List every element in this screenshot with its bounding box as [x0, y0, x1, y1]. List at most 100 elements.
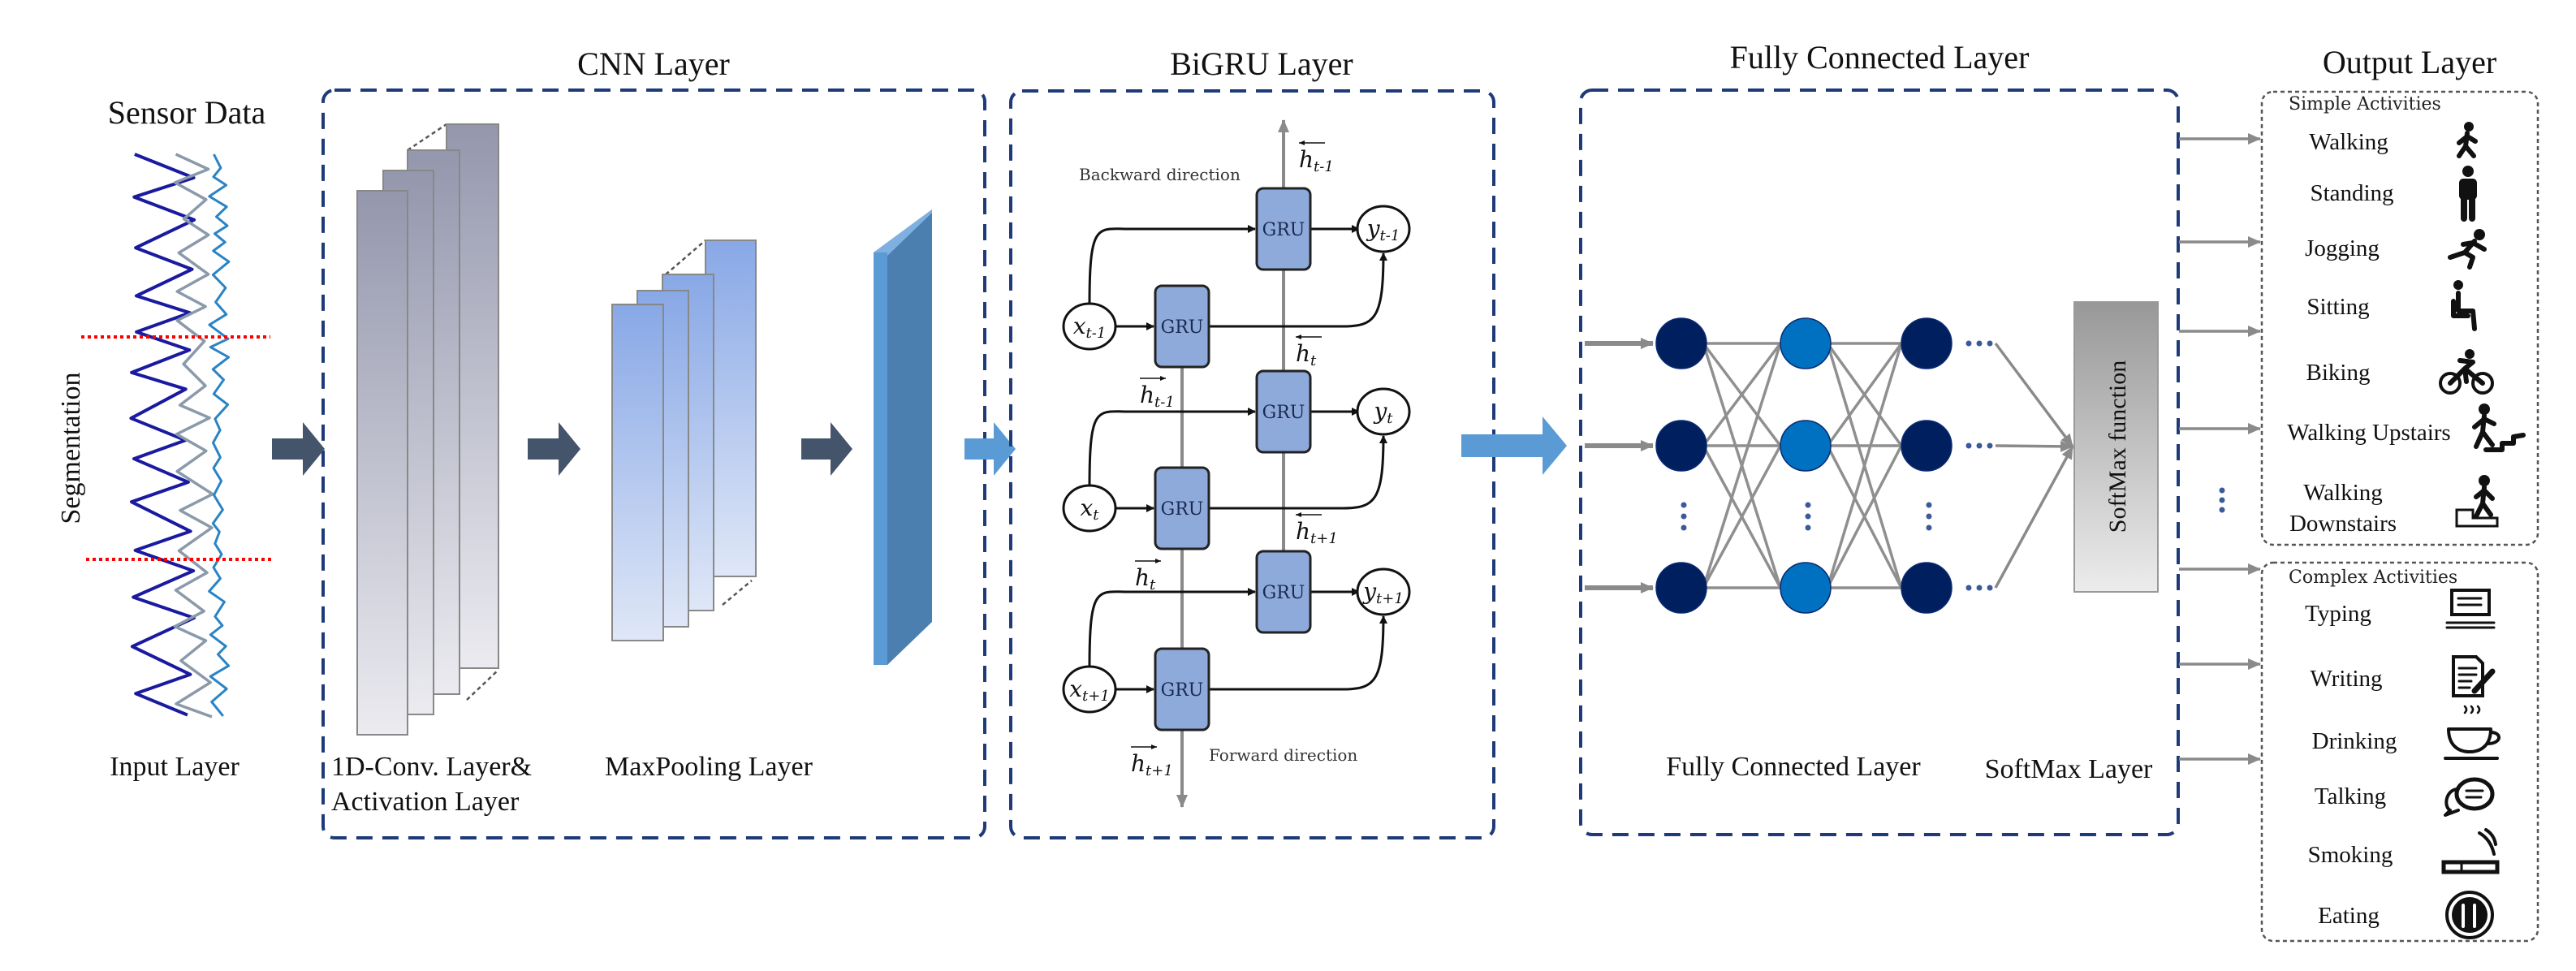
fc-connection	[1826, 342, 1903, 447]
gru-label: GRU	[1262, 583, 1305, 603]
simple-activities-title: Simple Activities	[2289, 94, 2441, 114]
forward-hidden-label: ht-1	[1140, 382, 1175, 411]
output-layer: Output Layer Simple Activities Complex A…	[2179, 44, 2539, 943]
sensor-signals	[129, 153, 231, 719]
activity-label: Standing	[2310, 180, 2393, 206]
fc-neuron	[1780, 562, 1832, 614]
activity-label: Drinking	[2312, 728, 2397, 754]
ellipsis-dot	[1926, 502, 1932, 508]
fc-network	[1585, 317, 2074, 614]
ellipsis-dot	[1976, 340, 1983, 347]
pool-map	[611, 304, 664, 641]
forward-to-output-edge	[1209, 252, 1387, 328]
activity-label: Walking	[2309, 129, 2388, 155]
output-arrows	[2179, 133, 2261, 765]
ellipsis-dot	[1976, 442, 1983, 449]
drinking-icon	[2444, 705, 2500, 760]
ellipsis-dot	[1987, 340, 1993, 347]
backward-gru-cell	[1255, 550, 1312, 634]
arrow-conv-to-pool	[528, 422, 580, 476]
ellipsis-dot	[2219, 497, 2225, 503]
backward-gru-cell	[1255, 187, 1312, 271]
complex-activities-title: Complex Activities	[2289, 567, 2457, 588]
gru-label: GRU	[1161, 317, 1204, 338]
softmax-function-label: SoftMax function	[2104, 360, 2131, 533]
forward-hidden-label: ht+1	[1131, 750, 1173, 779]
x-input-label: xt	[1080, 494, 1099, 524]
backward-gru-cell	[1255, 369, 1312, 454]
x-input-node	[1062, 665, 1117, 714]
bigru-layer-title: BiGRU Layer	[1170, 45, 1353, 82]
fc-neuron	[1901, 420, 1952, 472]
ellipsis-dot	[1805, 524, 1811, 531]
backward-hidden-label: ht+1	[1296, 518, 1338, 547]
activity-label: Biking	[2306, 360, 2371, 386]
fc-layer-box	[1579, 88, 2180, 836]
activity-label: Walking Upstairs	[2287, 420, 2450, 446]
fc-neuron	[1780, 420, 1832, 472]
softmax-layer-label: SoftMax Layer	[1985, 754, 2153, 784]
softmax-box	[2073, 301, 2159, 593]
segmentation-label: Segmentation	[56, 373, 86, 524]
activity-label: Jogging	[2305, 235, 2380, 261]
pool-feature-maps	[611, 240, 757, 641]
bigru-layer-box	[1009, 89, 1495, 839]
ellipsis-dot	[1681, 524, 1687, 531]
cnn-layer-title: CNN Layer	[577, 45, 730, 82]
output-layer-title: Output Layer	[2323, 44, 2496, 80]
input-layer: Sensor Data Segmentation Input Layer	[56, 94, 274, 782]
fc-connection	[1702, 445, 1782, 589]
complex-activities-box	[2260, 561, 2539, 943]
forward-gru-cell	[1154, 647, 1210, 731]
forward-gru-cell	[1154, 466, 1210, 550]
ellipsis-dot	[1987, 442, 1993, 449]
jogging-icon	[2448, 229, 2487, 270]
cnn-layer: CNN Layer 1D-Conv. Layer& Activation	[272, 45, 986, 839]
arrow-cnn-to-bigru	[964, 422, 1016, 476]
x-input-node	[1062, 484, 1117, 533]
activity-label: Walking	[2303, 480, 2383, 506]
bigru-layer: BiGRU Layer GRUGRUxt-1yt-1GRUGRUxtytGRUG…	[1009, 45, 1495, 839]
fc-neuron	[1901, 317, 1952, 369]
y-output-node	[1356, 205, 1411, 253]
signal-navy	[129, 153, 196, 717]
forward-gru-cell	[1154, 284, 1210, 369]
arrow-input-to-conv	[272, 422, 325, 476]
conv-label-line1: 1D-Conv. Layer&	[331, 752, 532, 782]
fc-neuron	[1901, 562, 1952, 614]
activity-label: Talking	[2315, 783, 2386, 809]
walking-upstairs-icon	[2472, 404, 2526, 452]
activity-label: Smoking	[2308, 842, 2393, 868]
to-softmax-edge	[1995, 440, 2073, 452]
ellipsis-dot	[1965, 340, 1972, 347]
standing-icon	[2459, 166, 2477, 222]
ellipsis-dot	[1965, 442, 1972, 449]
ellipsis-dot	[2219, 507, 2225, 513]
fc-label: Fully Connected Layer	[1666, 752, 1921, 782]
gru-label: GRU	[1161, 499, 1204, 520]
ellipsis-dot	[1681, 502, 1687, 508]
ellipsis-dot	[1926, 513, 1932, 520]
conv-map	[356, 190, 408, 736]
bigru-network: GRUGRUxt-1yt-1GRUGRUxtytGRUGRUxt+1yt+1ht…	[1062, 119, 1411, 808]
sensor-data-title: Sensor Data	[108, 94, 266, 131]
walking-icon	[2457, 122, 2478, 158]
ellipsis-dot	[1976, 585, 1983, 591]
forward-hidden-label: ht	[1135, 564, 1156, 593]
fc-neuron	[1655, 420, 1707, 472]
simple-activities-box	[2260, 90, 2539, 546]
fc-connection	[1826, 445, 1903, 589]
to-softmax-edge	[1994, 342, 2074, 448]
activity-label: Sitting	[2306, 294, 2369, 320]
ellipsis-dot	[1987, 585, 1993, 591]
ellipsis-dot	[1926, 524, 1932, 531]
to-softmax-edge	[1994, 446, 2074, 589]
fully-connected-layer: Fully Connected Layer SoftMax function F…	[1579, 39, 2180, 836]
conv-label-line2: Activation Layer	[331, 787, 520, 817]
gru-label: GRU	[1161, 680, 1204, 701]
writing-icon	[2452, 655, 2496, 697]
input-layer-label: Input Layer	[110, 752, 239, 782]
ellipsis-dot	[1681, 513, 1687, 520]
fc-neuron	[1655, 562, 1707, 614]
